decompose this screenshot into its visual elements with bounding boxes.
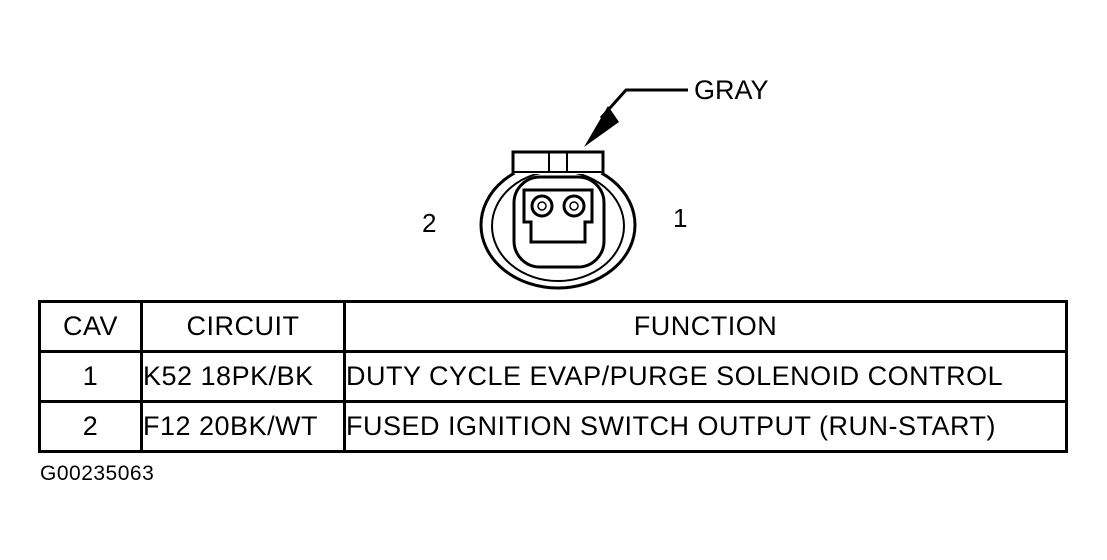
table-row: 1 K52 18PK/BK DUTY CYCLE EVAP/PURGE SOLE… — [38, 350, 1068, 403]
header-function: FUNCTION — [343, 300, 1068, 353]
color-label: GRAY — [694, 75, 769, 105]
pinout-table: CAV CIRCUIT FUNCTION 1 K52 18PK/BK DUTY … — [38, 300, 1068, 453]
cell-circuit: K52 18PK/BK — [140, 350, 346, 403]
color-leader-line — [599, 88, 688, 119]
cavity-1 — [562, 194, 586, 218]
cell-function: DUTY CYCLE EVAP/PURGE SOLENOID CONTROL — [343, 350, 1068, 403]
pin-label-right: 1 — [673, 203, 687, 233]
connector-diagram: GRAY 2 1 — [422, 75, 769, 290]
cell-cav: 2 — [38, 400, 143, 453]
table-header-row: CAV CIRCUIT FUNCTION — [38, 300, 1068, 353]
header-circuit: CIRCUIT — [140, 300, 346, 353]
header-cav: CAV — [38, 300, 143, 353]
color-leader-arrow — [584, 106, 619, 147]
pin-label-left: 2 — [422, 208, 436, 238]
cell-function: FUSED IGNITION SWITCH OUTPUT (RUN-START) — [343, 400, 1068, 453]
figure-id: G00235063 — [40, 462, 155, 485]
cavity-2 — [530, 194, 554, 218]
cell-cav: 1 — [38, 350, 143, 403]
cavity-1-inner — [569, 201, 579, 211]
cavity-2-inner — [537, 201, 547, 211]
cell-circuit: F12 20BK/WT — [140, 400, 346, 453]
table-row: 2 F12 20BK/WT FUSED IGNITION SWITCH OUTP… — [38, 400, 1068, 453]
connector-latch — [511, 150, 605, 174]
